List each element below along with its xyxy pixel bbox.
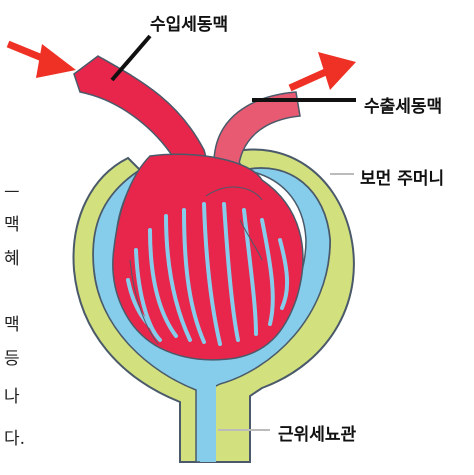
efferent-label: 수출세동맥 <box>364 92 442 117</box>
tubule-lumen <box>200 384 216 462</box>
side-text-3: 맥 <box>4 310 20 335</box>
bowman-label: 보먼 주머니 <box>360 164 444 189</box>
side-text-0: ㅡ <box>4 178 20 203</box>
inflow-arrow <box>8 44 76 78</box>
side-text-1: 맥 <box>4 210 20 235</box>
afferent-label: 수입세동맥 <box>150 10 228 35</box>
side-text-6: 다. <box>4 424 25 449</box>
side-text-5: 나 <box>4 382 20 407</box>
tubule-label: 근위세뇨관 <box>278 420 356 445</box>
side-text-2: 혜 <box>4 244 20 269</box>
afferent-leader <box>112 36 150 80</box>
outflow-arrow <box>290 52 356 90</box>
side-text-4: 등 <box>4 344 20 369</box>
